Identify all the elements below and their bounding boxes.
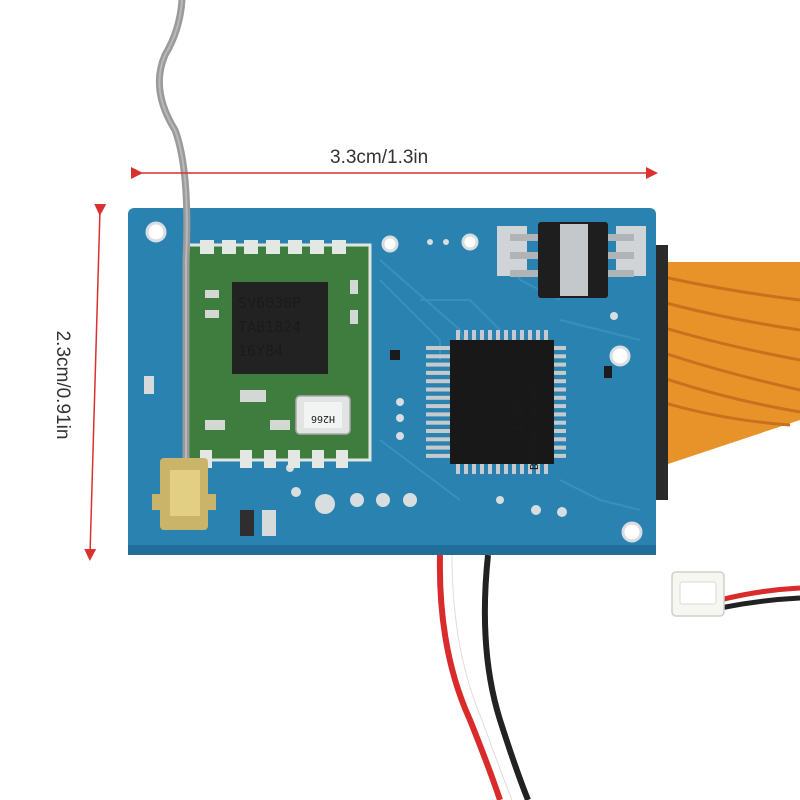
mcu-chip: 1S260 BDG8847-P654P <box>426 330 566 474</box>
antenna-connector <box>152 0 216 530</box>
wifi-chip-text-line3: 16Y84 <box>238 342 283 360</box>
voltage-regulator <box>497 222 646 298</box>
height-dimension-line <box>84 203 107 561</box>
mcu-text-line2: BDG8847-P654P <box>528 384 541 470</box>
wifi-chip-text-line1: SV6030P <box>238 294 301 312</box>
wifi-chip-text-line2: TAB1824 <box>238 318 301 336</box>
height-dimension-label: 2.3cm/0.91in <box>52 330 73 440</box>
width-dimension-label: 3.3cm/1.3in <box>330 147 429 168</box>
flex-ribbon-cable <box>650 245 800 500</box>
crystal-marking: H266 <box>311 413 335 424</box>
mcu-text-line1: 1S260 <box>511 396 525 432</box>
wifi-module: SV6030P TAB1824 16Y84 H266 <box>183 240 372 468</box>
power-wires <box>436 554 800 800</box>
jst-connector <box>671 571 725 617</box>
